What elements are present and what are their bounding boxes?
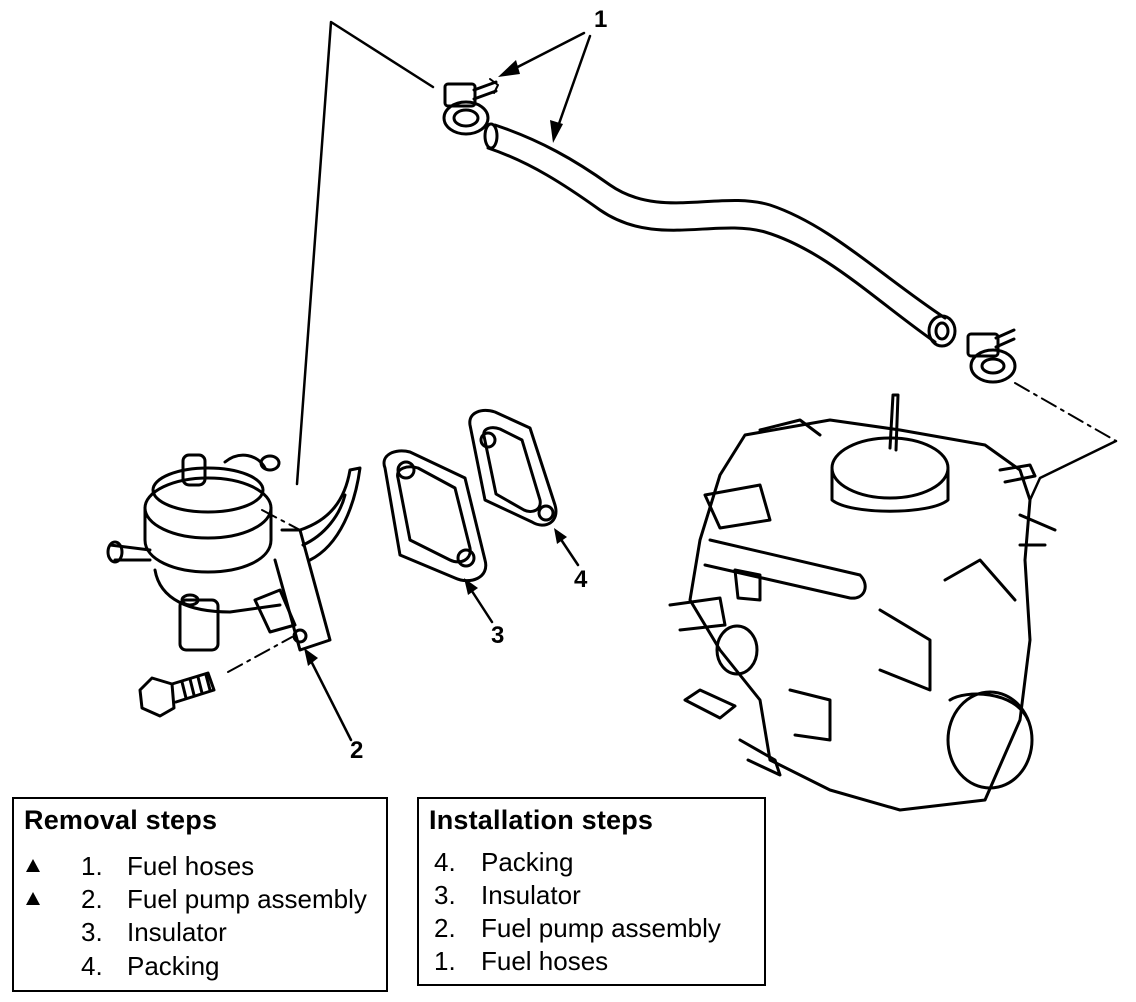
triangle-marker-icon [26,859,40,872]
callout-leaders [306,31,592,742]
callout-2: 2 [350,737,363,764]
hose-clamp-lower [966,328,1017,384]
callout-arrowheads [304,60,567,666]
hose-clamp-upper [442,78,499,136]
alignment-lines [227,382,1117,673]
callout-3: 3 [491,622,504,649]
fuel-pump-assembly [106,453,362,652]
triangle-marker-icon [26,892,40,905]
engine-block [668,393,1057,812]
fuel-hose [483,122,957,348]
removal-steps-box: Removal steps 1. Fuel hoses 2. Fuel pump… [12,797,388,992]
leader-line-pump-to-hose [295,20,435,486]
packing [468,409,558,527]
callout-4: 4 [574,566,588,593]
pump-bolt [138,671,216,718]
removal-steps-title: Removal steps [24,805,218,835]
leader-line-engine [1028,439,1118,502]
installation-steps-title: Installation steps [429,805,654,835]
installation-steps-box: Installation steps 4. Packing 3. Insulat… [417,797,766,986]
insulator [382,449,488,583]
callout-1: 1 [594,6,607,33]
